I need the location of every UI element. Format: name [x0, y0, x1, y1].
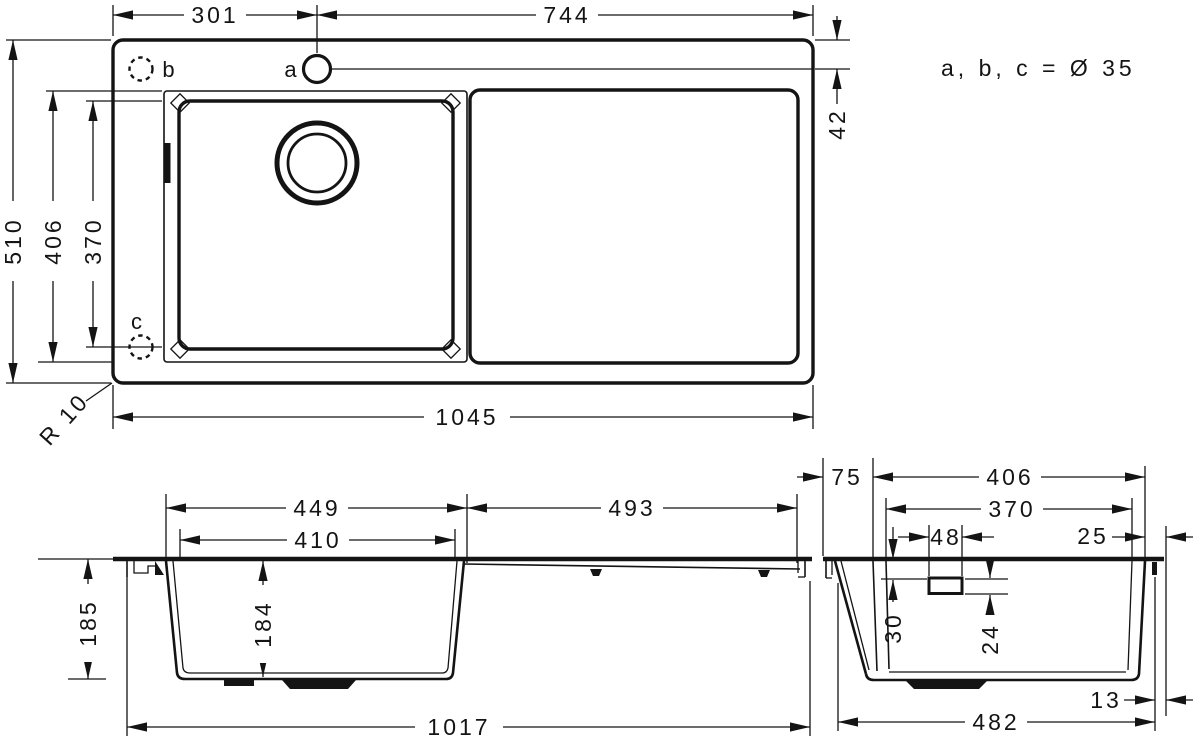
drainboard-underside	[463, 563, 801, 570]
dim-total-depth: 510	[0, 217, 26, 264]
dim-bowl-depth: 184	[250, 600, 276, 647]
support-nub	[590, 569, 602, 576]
drain-fitting-side	[905, 680, 988, 689]
overflow-cutout	[927, 576, 964, 595]
tap-hole-b-label: b	[162, 57, 175, 82]
support-nub	[758, 570, 770, 577]
bowl-rim-outline	[163, 90, 468, 363]
overflow-slot-mark	[164, 143, 171, 183]
tap-hole-a-label: a	[284, 57, 297, 82]
dim-width-right: 744	[543, 2, 590, 28]
bowl-section-inner	[172, 560, 458, 674]
dim-rear-ledge: 25	[1077, 523, 1109, 549]
dim-overflow-height: 24	[977, 623, 1003, 655]
dim-front-ledge: 75	[831, 464, 863, 490]
dim-total-height: 185	[75, 599, 101, 646]
dim-bowl-inner-depth: 370	[80, 217, 106, 264]
bowl-corner-bevel	[169, 92, 191, 114]
dim-width-left: 301	[191, 2, 238, 28]
bowl-side-outer	[864, 560, 1147, 682]
dim-bowl-outer-depth: 406	[40, 217, 66, 264]
side-view-dimensions: 75 406 370 48 25 30 24 13 482	[797, 458, 1193, 735]
tap-hole-a	[301, 53, 333, 85]
bowl-section-outer	[164, 560, 466, 681]
dim-underside-width: 1017	[427, 714, 490, 739]
dim-bowl-inner-width: 410	[294, 527, 341, 553]
drainboard-outline	[468, 88, 800, 365]
hole-diameter-note: a, b, c = Ø 35	[941, 55, 1136, 81]
tap-hole-c-label: c	[131, 309, 143, 334]
dim-bowl-outer-width: 449	[293, 495, 340, 521]
drain-fitting	[282, 680, 356, 689]
bowl-corner-bevel	[440, 92, 462, 114]
base-pad	[224, 680, 254, 686]
bowl-corner-bevel	[169, 338, 191, 360]
dim-hole-offset: 42	[824, 108, 850, 140]
front-view-dimensions: 449 493 410 185 184 1017	[68, 494, 811, 739]
front-section-view	[38, 556, 812, 689]
dim-side-bowl-inner: 370	[988, 496, 1035, 522]
dim-drainboard-width: 493	[608, 495, 655, 521]
dim-underside-depth: 482	[972, 709, 1019, 735]
drain-inner-circle	[286, 132, 348, 194]
drain-outer-circle	[274, 120, 360, 206]
dim-corner-radius: R 10	[34, 388, 94, 450]
dim-total-width: 1045	[435, 404, 498, 430]
mounting-clamp	[155, 561, 164, 575]
sink-outline-top	[111, 38, 815, 385]
dim-side-bowl-outer: 406	[986, 464, 1033, 490]
dim-overflow-width: 48	[930, 524, 962, 550]
bowl-opening-outline	[177, 99, 455, 351]
bowl-corner-bevel	[440, 338, 462, 360]
shell-slant	[833, 560, 868, 675]
top-view: a b c	[111, 38, 815, 385]
dim-rear-overhang: 13	[1090, 687, 1122, 713]
dim-overflow-top-offset: 30	[880, 612, 906, 644]
tap-hole-b	[128, 56, 154, 82]
